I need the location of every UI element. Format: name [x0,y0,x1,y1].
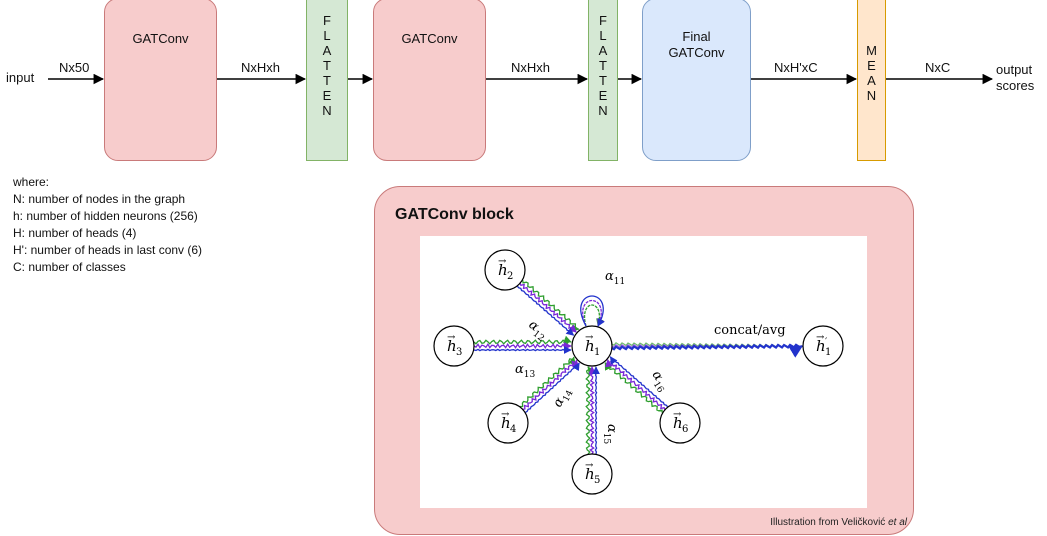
attention-edge-h3-head2 [473,342,572,350]
svg-text:→: → [585,332,594,343]
attention-edge-h4-head2 [522,359,580,411]
attention-edge-h3-head1 [473,335,572,345]
flatten-2-label: F L A T T E N [598,13,608,118]
output-label: output scores [996,62,1035,93]
svg-text:3: 3 [456,347,462,358]
legend: where: N: number of nodes in the graph h… [13,174,202,276]
svg-text:h: h [673,414,683,432]
attention-self-loop-head3 [580,295,605,327]
edge-label-4: NxH'xC [774,60,818,75]
legend-line-heads-last: H': number of heads in last conv (6) [13,243,203,257]
svg-text:h: h [816,337,826,355]
attention-edge-h5-head3 [592,366,600,455]
flatten-1-label: F L A T T E N [322,13,332,118]
svg-text:→: → [816,332,825,343]
attention-edge-h2-head3 [516,285,575,336]
attention-edge-h6-head3 [609,356,669,408]
attention-edge-h2-head1 [522,280,580,333]
attention-edge-h6-head2 [604,359,666,411]
svg-text:h: h [501,414,511,432]
svg-text:α12: α12 [524,317,551,344]
svg-text:→: → [673,409,682,420]
svg-text:α14: α14 [550,385,576,412]
svg-text:2: 2 [507,271,513,282]
attention-edge-h3-head3 [473,346,572,354]
svg-text:1: 1 [594,347,600,358]
node-h2: h→2 [484,249,526,291]
svg-text:5: 5 [594,475,600,486]
edge-label-5: NxC [925,60,951,75]
aggregation-label: concat/avg [714,323,786,338]
svg-text:h: h [447,337,457,355]
attention-label-3: α13 [515,362,536,380]
svg-text:h: h [498,261,508,279]
attention-label-2: α12 [524,317,551,344]
svg-text:h: h [585,465,595,483]
final-gatconv-label: Final GATConv [668,29,725,60]
node-h5: h→5 [571,453,613,495]
attention-edge-h4-head3 [525,362,580,413]
svg-text:→: → [501,409,510,420]
flatten-block-1: F L A T T E N [306,0,348,161]
mean-block: M E A N [857,0,886,161]
aggregation-edge-head3 [611,343,804,358]
gatconv-block-title: GATConv block [395,206,514,223]
gatconv-block-2: GATConv [373,0,486,161]
node-h6: h→6 [659,402,701,444]
attention-label-4: α14 [550,385,576,412]
edge-label-2: NxHxh [241,60,281,75]
node-h4: h→4 [487,402,529,444]
attention-edge-h4-head1 [520,356,576,408]
legend-line-heads: H: number of heads (4) [13,226,137,240]
svg-text:α13: α13 [515,362,536,380]
node-h3: h→3 [433,325,475,367]
credit-etal: et al [888,517,907,528]
svg-text:4: 4 [510,424,516,435]
attention-edge-h2-head2 [519,282,577,333]
pipeline-arrows [48,73,994,85]
svg-text:1: 1 [825,347,831,358]
svg-text:6: 6 [682,424,688,435]
mean-label: M E A N [866,43,877,103]
legend-line-h: h: number of hidden neurons (256) [13,209,198,223]
attention-self-loop-head1 [583,304,604,327]
input-label: input [6,70,35,85]
svg-text:→: → [447,332,456,343]
illustration-credit: Illustration from Veličković et al [770,517,907,528]
svg-text:→: → [585,460,594,471]
gatconv-2-label: GATConv [401,31,458,46]
legend-line-c: C: number of classes [13,260,126,274]
svg-text:α11: α11 [605,269,625,287]
gatconv-block-1: GATConv [104,0,217,161]
edge-label-1: Nx50 [59,60,90,75]
attention-self-loop-head2 [582,300,605,327]
attention-edge-h5-head2 [588,366,597,455]
svg-text:→: → [498,256,507,267]
attention-label-5: α15 [601,424,619,445]
legend-line-n: N: number of nodes in the graph [13,192,186,206]
attention-label-1: α11 [605,269,625,287]
attention-edge-h6-head1 [604,362,663,413]
node-hprime1: h→1′ [802,325,844,367]
svg-text:h: h [585,337,595,355]
edge-label-3: NxHxh [511,60,551,75]
attention-graph: h→1h→2h→3h→4h→5h→6h→1′α11α12α13α14α15α16… [433,249,844,495]
gatconv-1-label: GATConv [132,31,189,46]
final-gatconv-block: Final GATConv [642,0,751,161]
svg-text:′: ′ [825,337,828,348]
flatten-block-2: F L A T T E N [588,0,618,161]
svg-text:α15: α15 [601,424,619,445]
credit-prefix: Illustration from Veličković [770,517,889,528]
legend-heading: where: [13,175,50,189]
node-h1: h→1 [571,325,613,367]
